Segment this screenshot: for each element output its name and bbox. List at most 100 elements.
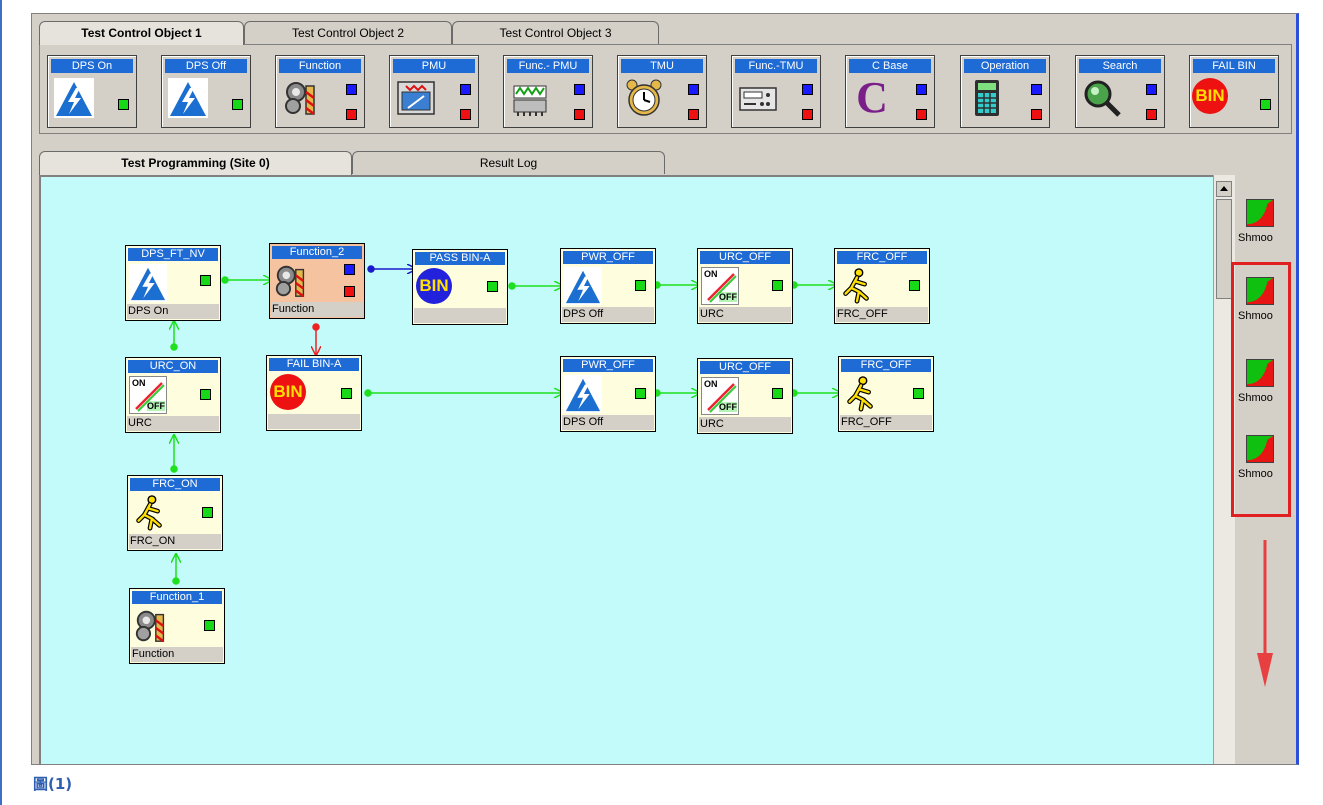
tab-result-log[interactable]: Result Log bbox=[352, 151, 665, 174]
shmoo-tool[interactable]: Shmoo bbox=[1238, 435, 1282, 487]
tool-dps-off[interactable]: DPS Off bbox=[161, 55, 251, 128]
node-title: Function_1 bbox=[132, 591, 222, 604]
node-urc-off-1[interactable]: URC_OFF ON OFF URC bbox=[697, 248, 793, 324]
shmoo-label: Shmoo bbox=[1238, 232, 1273, 244]
switch-lever-icon bbox=[707, 383, 737, 413]
shmoo-tool[interactable]: Shmoo bbox=[1238, 199, 1282, 251]
tab-test-control-object-2[interactable]: Test Control Object 2 bbox=[244, 21, 452, 44]
switch-lever-icon bbox=[707, 273, 737, 303]
node-title: FRC_ON bbox=[130, 478, 220, 491]
tool-label: TMU bbox=[621, 59, 703, 73]
status-blue-icon bbox=[802, 84, 813, 95]
node-type: FRC_OFF bbox=[840, 415, 932, 430]
node-urc-on[interactable]: URC_ON ON OFF URC bbox=[125, 357, 221, 433]
output-port-icon[interactable] bbox=[635, 280, 646, 291]
test-object-toolbar: DPS On DPS Off Function PMU Func.- PMU bbox=[39, 44, 1292, 134]
output-port-icon[interactable] bbox=[200, 389, 211, 400]
node-pwr-off-1[interactable]: PWR_OFF DPS Off bbox=[560, 248, 656, 324]
node-function-1[interactable]: Function_1 Function bbox=[129, 588, 225, 664]
status-red-icon bbox=[346, 109, 357, 120]
bin-icon: BIN bbox=[1192, 78, 1228, 114]
node-type: DPS On bbox=[127, 304, 219, 319]
node-type: URC bbox=[699, 307, 791, 322]
tool-label: Func.-TMU bbox=[735, 59, 817, 73]
lightning-icon bbox=[168, 78, 208, 118]
tool-func-tmu[interactable]: Func.-TMU bbox=[731, 55, 821, 128]
bin-icon: BIN bbox=[416, 268, 452, 304]
tool-c-base[interactable]: C Base C bbox=[845, 55, 935, 128]
scroll-up-arrow-icon[interactable] bbox=[1216, 181, 1232, 197]
pass-port-icon[interactable] bbox=[344, 264, 355, 275]
output-port-icon[interactable] bbox=[913, 388, 924, 399]
lightning-icon bbox=[54, 78, 94, 118]
switch-lever-icon bbox=[135, 382, 165, 412]
node-type: DPS Off bbox=[562, 415, 654, 430]
on-label: ON bbox=[704, 269, 718, 279]
tool-fail-bin[interactable]: FAIL BIN BIN bbox=[1189, 55, 1279, 128]
tab-test-control-object-3[interactable]: Test Control Object 3 bbox=[452, 21, 659, 44]
running-man-icon bbox=[842, 375, 880, 413]
panel-icon bbox=[738, 78, 778, 118]
status-blue-icon bbox=[1031, 84, 1042, 95]
tool-label: Function bbox=[279, 59, 361, 73]
lightning-icon bbox=[564, 267, 602, 305]
node-fail-bin-a[interactable]: FAIL BIN-A BIN bbox=[266, 355, 362, 431]
node-dps-ft-nv[interactable]: DPS_FT_NV DPS On bbox=[125, 245, 221, 321]
node-pass-bin-a[interactable]: PASS BIN-A BIN bbox=[412, 249, 508, 325]
tool-label: Operation bbox=[964, 59, 1046, 73]
tool-pmu[interactable]: PMU bbox=[389, 55, 479, 128]
node-function-2[interactable]: Function_2 Function bbox=[269, 243, 365, 319]
scroll-thumb[interactable] bbox=[1216, 199, 1232, 299]
tab-test-programming[interactable]: Test Programming (Site 0) bbox=[39, 151, 352, 175]
test-flow-canvas[interactable]: DPS_FT_NV DPS On Function_2 Function PAS… bbox=[39, 175, 1213, 764]
on-label: ON bbox=[132, 378, 146, 388]
annotation-down-arrow-icon bbox=[1257, 540, 1273, 687]
node-title: FRC_OFF bbox=[841, 359, 931, 372]
status-blue-icon bbox=[574, 84, 585, 95]
tool-dps-on[interactable]: DPS On bbox=[47, 55, 137, 128]
node-frc-on[interactable]: FRC_ON FRC_ON bbox=[127, 475, 223, 551]
lightning-icon bbox=[129, 264, 167, 302]
output-port-icon[interactable] bbox=[487, 281, 498, 292]
output-port-icon[interactable] bbox=[772, 280, 783, 291]
tool-operation[interactable]: Operation bbox=[960, 55, 1050, 128]
node-type: URC bbox=[699, 417, 791, 432]
tool-tmu[interactable]: TMU bbox=[617, 55, 707, 128]
fail-port-icon[interactable] bbox=[344, 286, 355, 297]
output-port-icon[interactable] bbox=[202, 507, 213, 518]
shmoo-tool[interactable]: Shmoo bbox=[1238, 277, 1282, 329]
tool-func-pmu[interactable]: Func.- PMU bbox=[503, 55, 593, 128]
node-pwr-off-2[interactable]: PWR_OFF DPS Off bbox=[560, 356, 656, 432]
output-port-icon[interactable] bbox=[341, 388, 352, 399]
bin-icon: BIN bbox=[270, 374, 306, 410]
gear-icon bbox=[273, 262, 311, 300]
node-urc-off-2[interactable]: URC_OFF ON OFF URC bbox=[697, 358, 793, 434]
node-frc-off-2[interactable]: FRC_OFF FRC_OFF bbox=[838, 356, 934, 432]
node-type: FRC_ON bbox=[129, 534, 221, 549]
tool-label: FAIL BIN bbox=[1193, 59, 1275, 73]
output-port-icon[interactable] bbox=[909, 280, 920, 291]
shmoo-tool[interactable]: Shmoo bbox=[1238, 359, 1282, 411]
shmoo-icon bbox=[1246, 435, 1274, 463]
status-green-icon bbox=[1260, 99, 1271, 110]
node-frc-off-1[interactable]: FRC_OFF FRC_OFF bbox=[834, 248, 930, 324]
status-red-icon bbox=[460, 109, 471, 120]
app-window: Test Control Object 1 Test Control Objec… bbox=[31, 13, 1299, 765]
output-port-icon[interactable] bbox=[200, 275, 211, 286]
output-port-icon[interactable] bbox=[204, 620, 215, 631]
tool-function[interactable]: Function bbox=[275, 55, 365, 128]
magnifier-icon bbox=[1082, 78, 1122, 118]
node-title: PWR_OFF bbox=[563, 251, 653, 264]
tab-test-control-object-1[interactable]: Test Control Object 1 bbox=[39, 21, 244, 45]
on-off-switch-icon: ON OFF bbox=[701, 377, 739, 415]
tool-label: PMU bbox=[393, 59, 475, 73]
node-type: Function bbox=[271, 302, 363, 317]
figure-caption: 圖(1) bbox=[33, 775, 73, 793]
canvas-vertical-scrollbar[interactable] bbox=[1213, 175, 1235, 764]
running-man-icon bbox=[838, 267, 876, 305]
output-port-icon[interactable] bbox=[772, 388, 783, 399]
status-blue-icon bbox=[460, 84, 471, 95]
tool-search[interactable]: Search bbox=[1075, 55, 1165, 128]
output-port-icon[interactable] bbox=[635, 388, 646, 399]
